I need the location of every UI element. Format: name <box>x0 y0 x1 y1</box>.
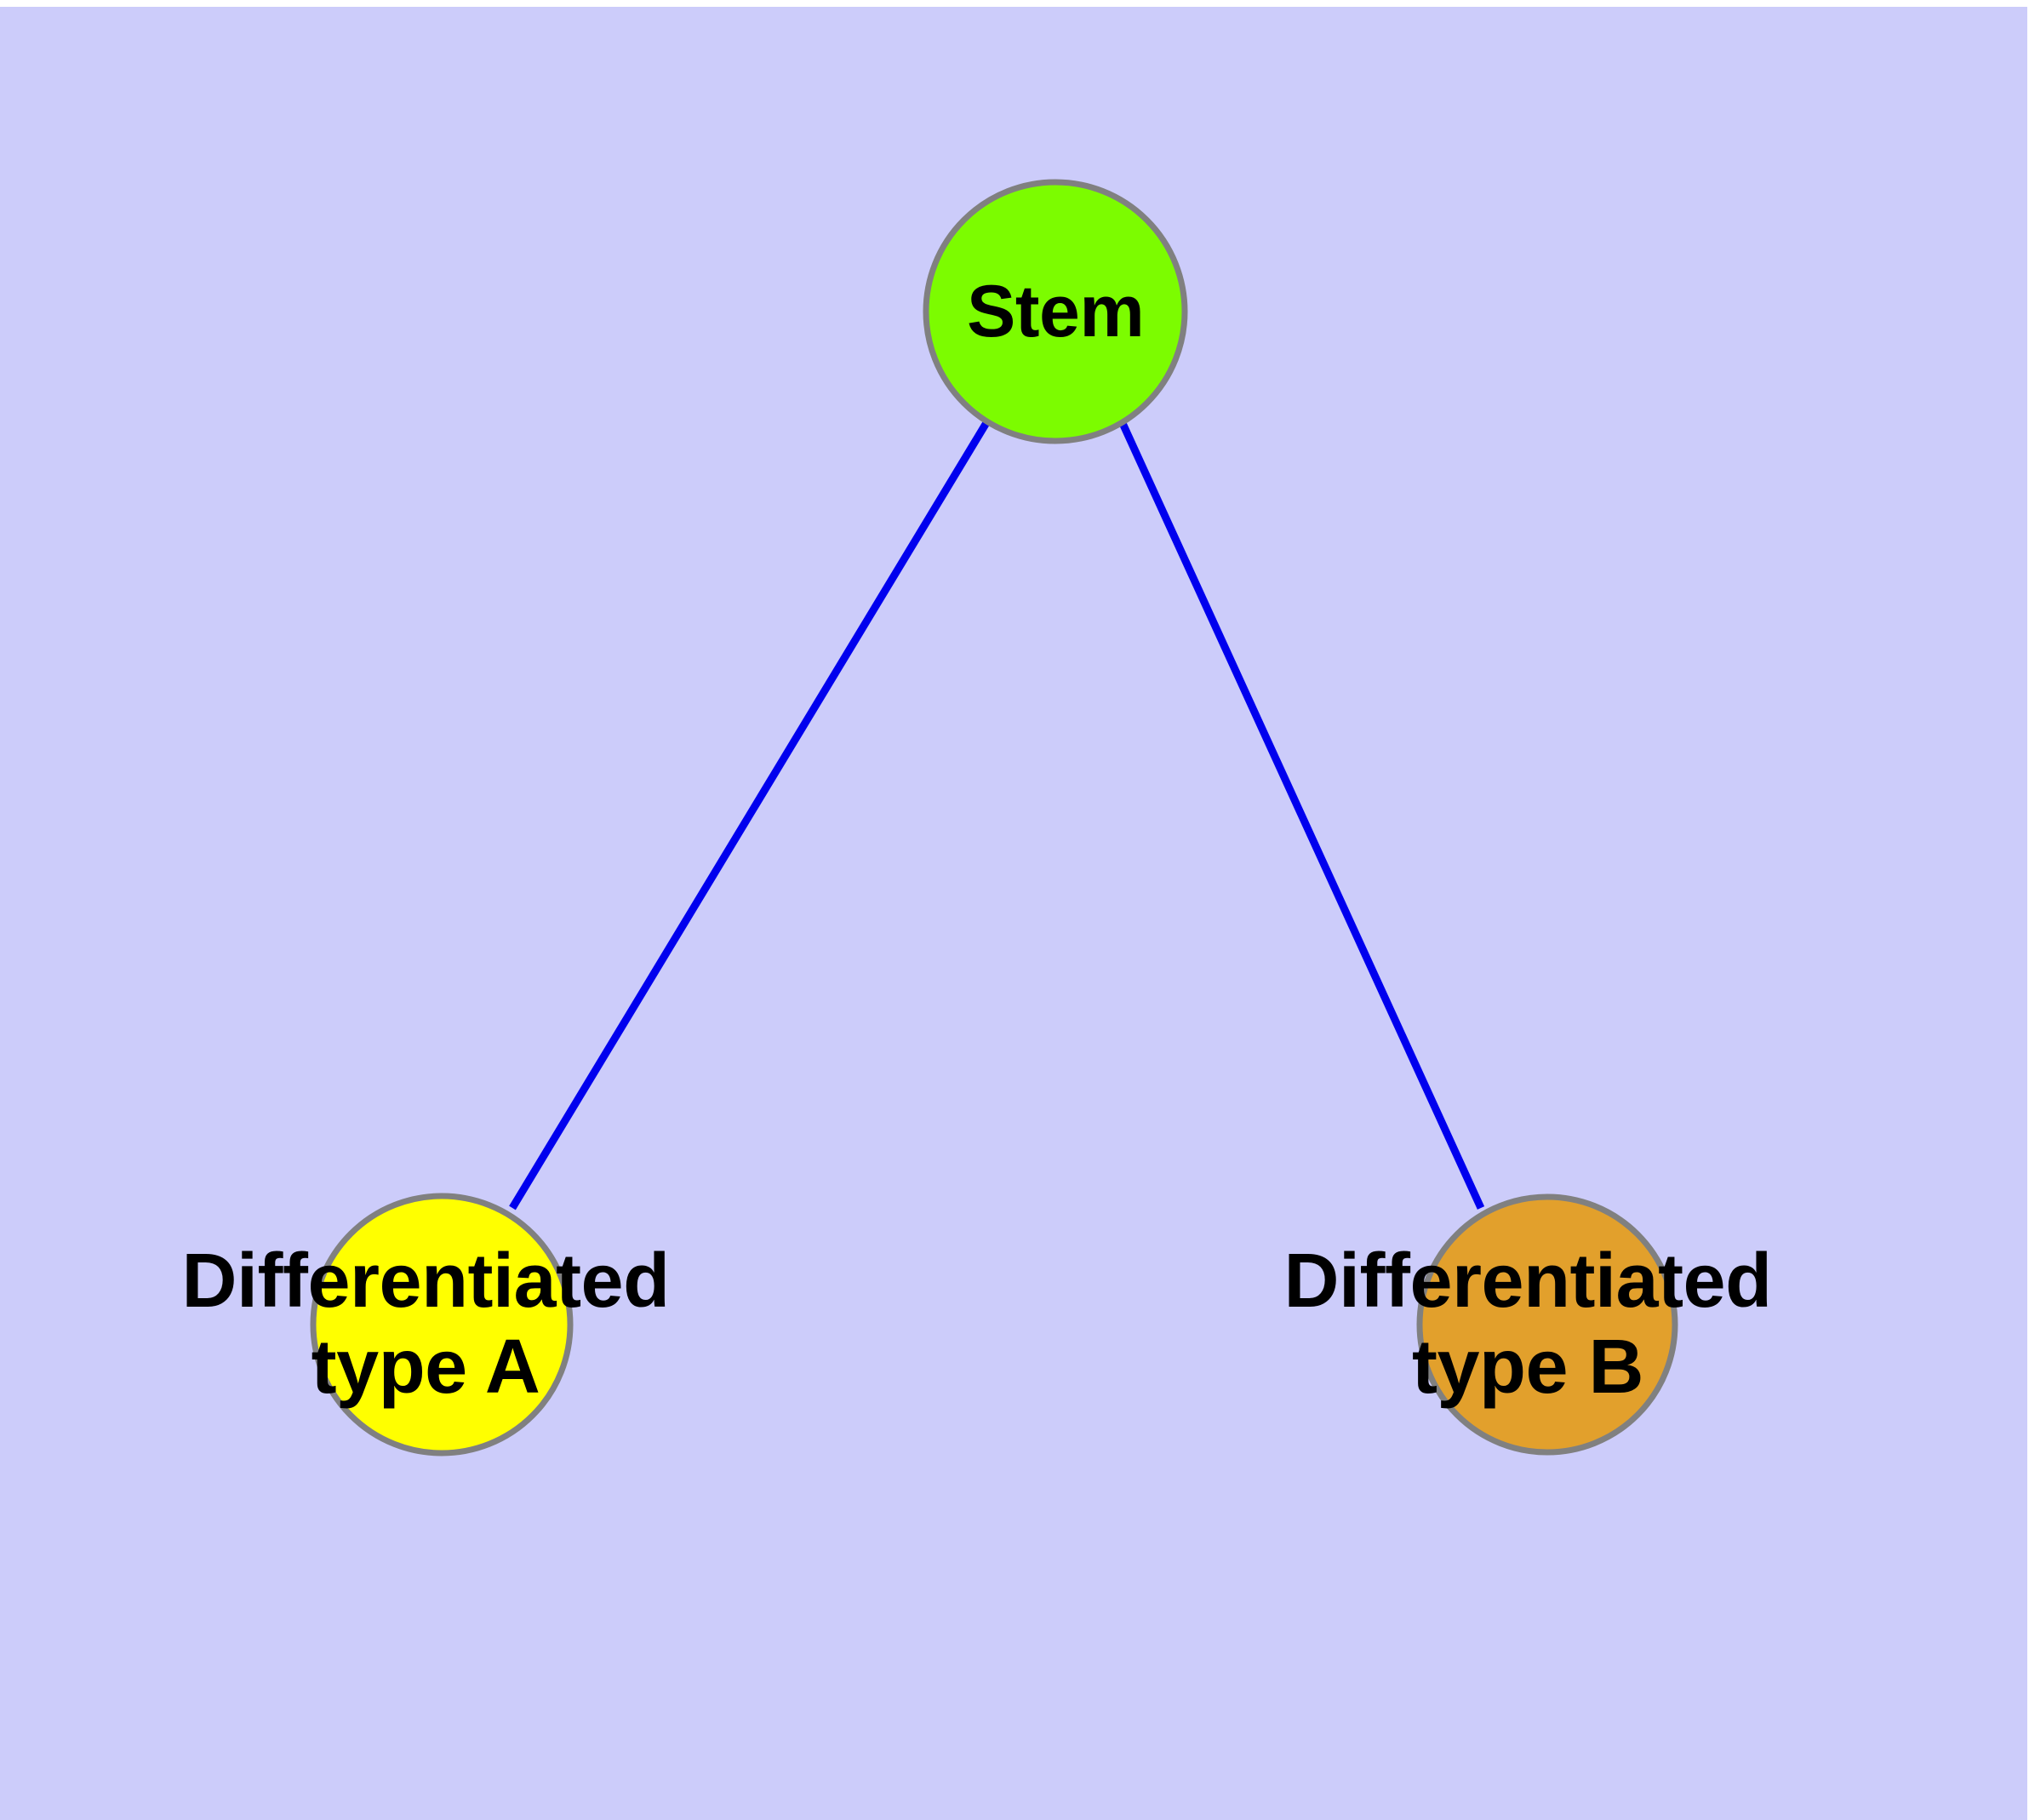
node-diff_a[interactable] <box>310 1193 574 1457</box>
edges-layer <box>509 419 1485 1210</box>
edge-stem-diff-b <box>1117 420 1485 1210</box>
graph-svg <box>310 179 1678 1457</box>
edge-stem-diff-a <box>509 419 991 1210</box>
node-diff_b[interactable] <box>1416 1193 1678 1456</box>
node-stem[interactable] <box>923 179 1188 444</box>
nodes-layer <box>310 179 1678 1457</box>
